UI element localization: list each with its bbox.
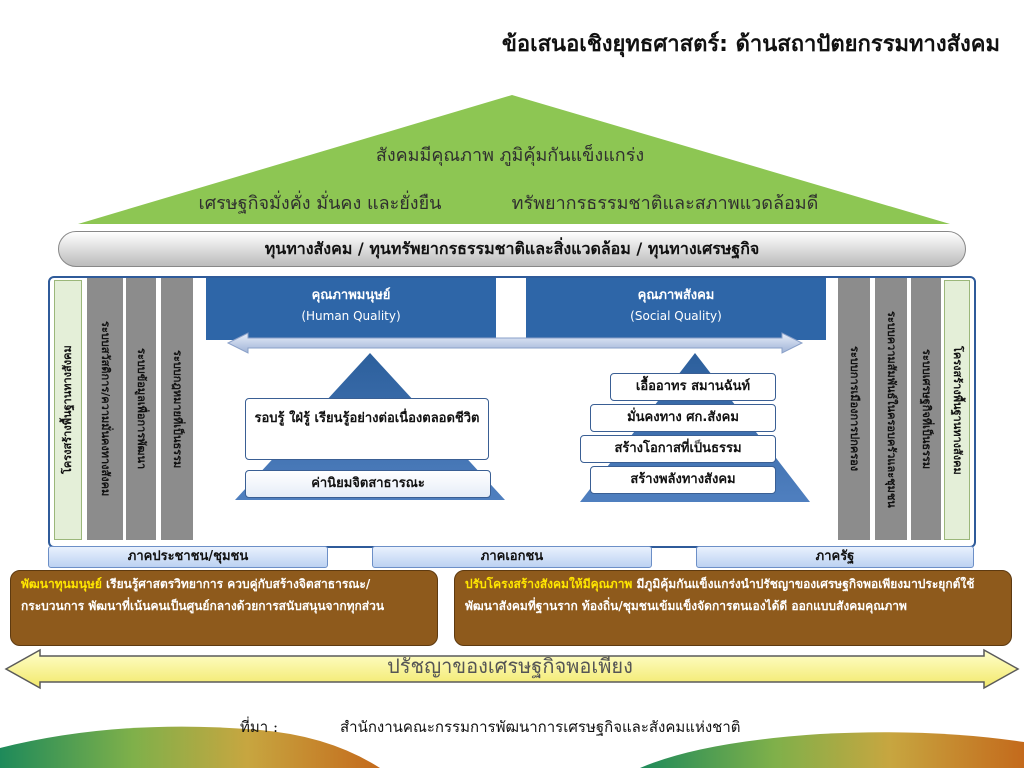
right-strategy-text: มีภูมิคุ้มกันแข็งแกร่งนำปรัชญาของเศรษฐกิ… xyxy=(465,577,975,613)
right-triangle-level-1: เอื้ออาทร สมานฉันท์ xyxy=(610,373,776,401)
right-pillar-gray-1: ระบบการเมืองการปกครอง xyxy=(838,278,870,540)
right-triangle-level-4: สร้างพลังทางสังคม xyxy=(590,466,776,494)
left-strategy-box: พัฒนาทุนมนุษย์ เรียนรู้ศาสตรวิทยาการ ควบ… xyxy=(10,570,438,646)
main-frame xyxy=(48,276,976,548)
social-quality-title: คุณภาพสังคม xyxy=(637,288,715,303)
left-pillar-gray-1: ระบบสวัสดิการ/ความมั่นคงทางสังคม xyxy=(87,278,123,540)
human-quality-box: คุณภาพมนุษย์ (Human Quality) xyxy=(206,278,496,340)
capital-bar: ทุนทางสังคม / ทุนทรัพยากรธรรมชาติและสิ่ง… xyxy=(58,231,966,267)
foundation-label: ปรัชญาของเศรษฐกิจพอเพียง xyxy=(387,654,633,678)
right-strategy-box: ปรับโครงสร้างสังคมให้มีคุณภาพ มีภูมิคุ้ม… xyxy=(454,570,1012,646)
left-triangle-box-1: รอบรู้ ใฝ่รู้ เรียนรู้อย่างต่อเนื่องตลอด… xyxy=(245,398,489,460)
sector-state: ภาครัฐ xyxy=(696,546,974,568)
right-triangle-level-2: มั่นคงทาง ศก.สังคม xyxy=(590,404,776,432)
left-pillar-gray-3: ระบบกฎหมายที่เป็นธรรม xyxy=(161,278,193,540)
left-strategy-highlight: พัฒนาทุนมนุษย์ xyxy=(21,577,102,591)
right-pillar-gray-2: ระบบความสัมพันธ์ในครอบครัวและชุมชน xyxy=(875,278,907,540)
right-pillar-gray-3: ระบบเศรษฐกิจที่เป็นธรรม xyxy=(911,278,941,540)
right-triangle-level-3: สร้างโอกาสที่เป็นธรรม xyxy=(580,435,776,463)
left-triangle-box-2: ค่านิยมจิตสาธารณะ xyxy=(245,470,491,498)
social-quality-box: คุณภาพสังคม (Social Quality) xyxy=(526,278,826,340)
right-strategy-highlight: ปรับโครงสร้างสังคมให้มีคุณภาพ xyxy=(465,577,633,591)
human-quality-subtitle: (Human Quality) xyxy=(301,309,401,323)
social-quality-subtitle: (Social Quality) xyxy=(630,309,722,323)
source-text: สำนักงานคณะกรรมการพัฒนาการเศรษฐกิจและสัง… xyxy=(340,718,741,736)
left-pillar-gray-2: ระบบข้อมูลเพื่อการพัฒนา xyxy=(126,278,156,540)
right-pillar-green: โครงสร้างพื้นฐานทางสังคม xyxy=(944,280,970,540)
page-title: ข้อเสนอเชิงยุทธศาสตร์: ด้านสถาปัตยกรรมทา… xyxy=(501,32,1000,57)
roof-line-2-right: ทรัพยากรธรรมชาติและสภาพแวดล้อมดี xyxy=(511,193,819,214)
sector-people: ภาคประชาชน/ชุมชน xyxy=(48,546,328,568)
human-quality-title: คุณภาพมนุษย์ xyxy=(311,288,391,303)
left-strategy-text: เรียนรู้ศาสตรวิทยาการ ควบคู่กับสร้างจิตส… xyxy=(21,577,385,613)
source-label: ที่มา : xyxy=(240,718,279,736)
roof-line-2-left: เศรษฐกิจมั่งคั่ง มั่นคง และยั่งยืน xyxy=(198,193,442,214)
sector-private: ภาคเอกชน xyxy=(372,546,652,568)
roof-line-1: สังคมมีคุณภาพ ภูมิคุ้มกันแข็งแกร่ง xyxy=(375,145,645,166)
